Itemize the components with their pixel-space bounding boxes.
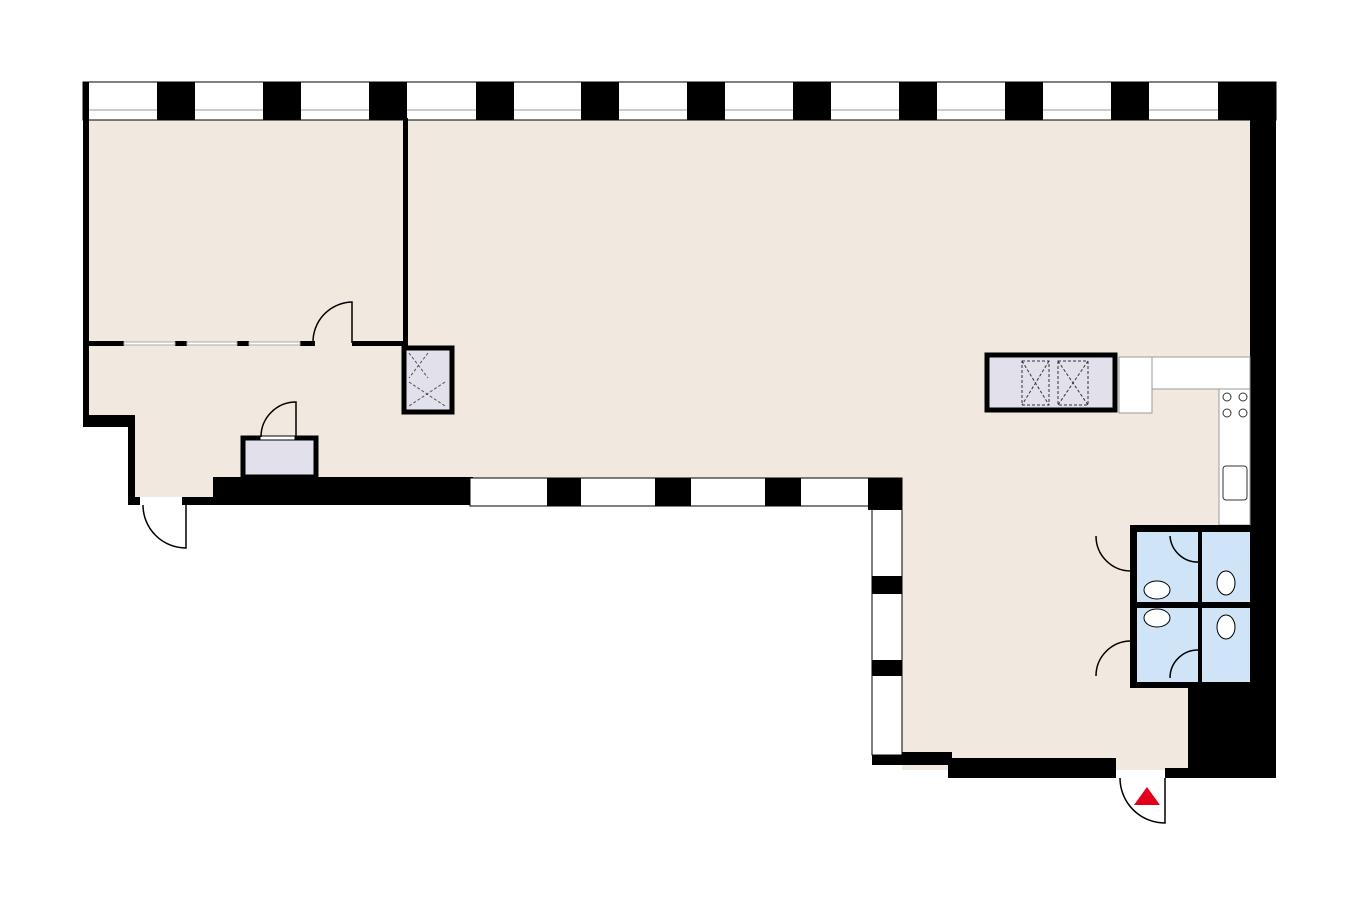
toilet-icon [1216, 570, 1236, 640]
elevator-shaft-icon [401, 345, 455, 415]
window-pillar [1111, 82, 1149, 120]
kitchen-sink-icon [1222, 465, 1248, 501]
window-pillar [1005, 82, 1043, 120]
window-pillar [476, 82, 514, 120]
window-pillar [793, 82, 831, 120]
window-pillar [263, 82, 301, 120]
window-pillar [899, 82, 937, 120]
walls [83, 82, 1276, 778]
window-pillar [687, 82, 725, 120]
storage-box [240, 435, 319, 480]
window-pillar [369, 82, 407, 120]
top-window-band [82, 81, 1277, 121]
bottom-window-band [469, 477, 903, 756]
kitchen-island [984, 352, 1118, 413]
entrance-arrow-icon [1134, 787, 1160, 805]
window-pillar [581, 82, 619, 120]
sink-icon [1143, 580, 1171, 628]
stove-icon [1222, 392, 1248, 418]
window-pillars [157, 82, 1149, 120]
bathrooms [1130, 525, 1250, 688]
floor-area [88, 118, 1250, 770]
partition-windows [123, 341, 301, 346]
door-swing-icon [142, 301, 1199, 824]
window-pillar [157, 82, 195, 120]
